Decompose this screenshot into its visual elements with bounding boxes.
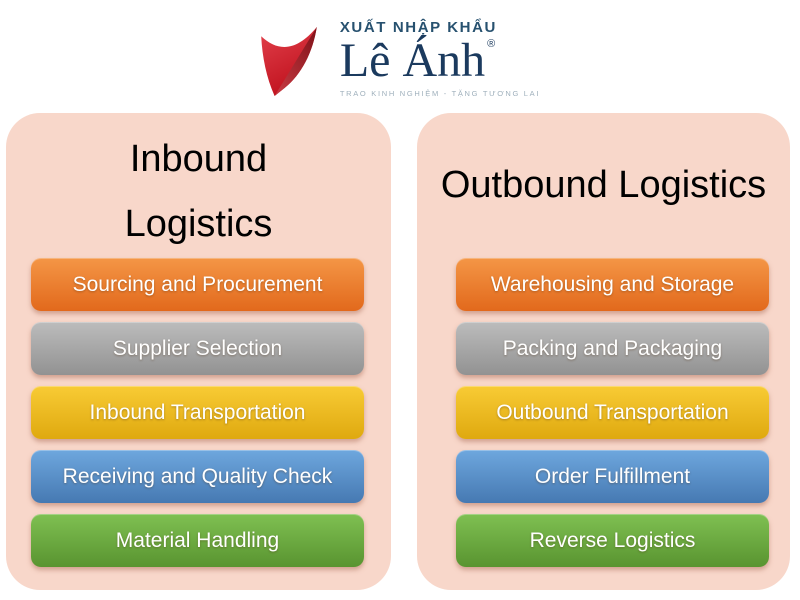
outbound-panel: Outbound Logistics Warehousing and Stora… [417,113,790,590]
inbound-panel: Inbound Logistics Sourcing and Procureme… [6,113,391,590]
brand-top-label: XUẤT NHẬP KHẨU [339,19,497,36]
inbound-steps-list: Sourcing and Procurement Supplier Select… [31,258,364,578]
registered-mark: ® [487,38,496,50]
inbound-title-line-1: Inbound [129,138,268,180]
step-material-handling: Material Handling [31,514,364,567]
inbound-panel-title: Inbound Logistics [6,113,391,257]
brand-tagline: TRAO KINH NGHIỆM - TẶNG TƯƠNG LAI [339,89,541,98]
logo-text-block: XUẤT NHẬP KHẨU Lê Ánh ® TRAO KINH NGHIỆM… [339,18,541,99]
inbound-title-line-2: Logistics [124,203,273,245]
step-warehousing-and-storage: Warehousing and Storage [456,258,769,311]
step-inbound-transportation: Inbound Transportation [31,386,364,439]
leanh-logo: XUẤT NHẬP KHẨU Lê Ánh ® TRAO KINH NGHIỆM… [0,18,800,98]
step-reverse-logistics: Reverse Logistics [456,514,769,567]
outbound-title-line-1: Outbound Logistics [440,164,767,206]
step-order-fulfillment: Order Fulfillment [456,450,769,503]
outbound-steps-list: Warehousing and Storage Packing and Pack… [456,258,769,578]
step-supplier-selection: Supplier Selection [31,322,364,375]
step-receiving-and-quality-check: Receiving and Quality Check [31,450,364,503]
step-packing-and-packaging: Packing and Packaging [456,322,769,375]
brand-name: Lê Ánh [339,34,486,87]
step-sourcing-and-procurement: Sourcing and Procurement [31,258,364,311]
outbound-panel-title: Outbound Logistics [417,113,790,218]
leanh-flag-icon [261,27,317,96]
step-outbound-transportation: Outbound Transportation [456,386,769,439]
